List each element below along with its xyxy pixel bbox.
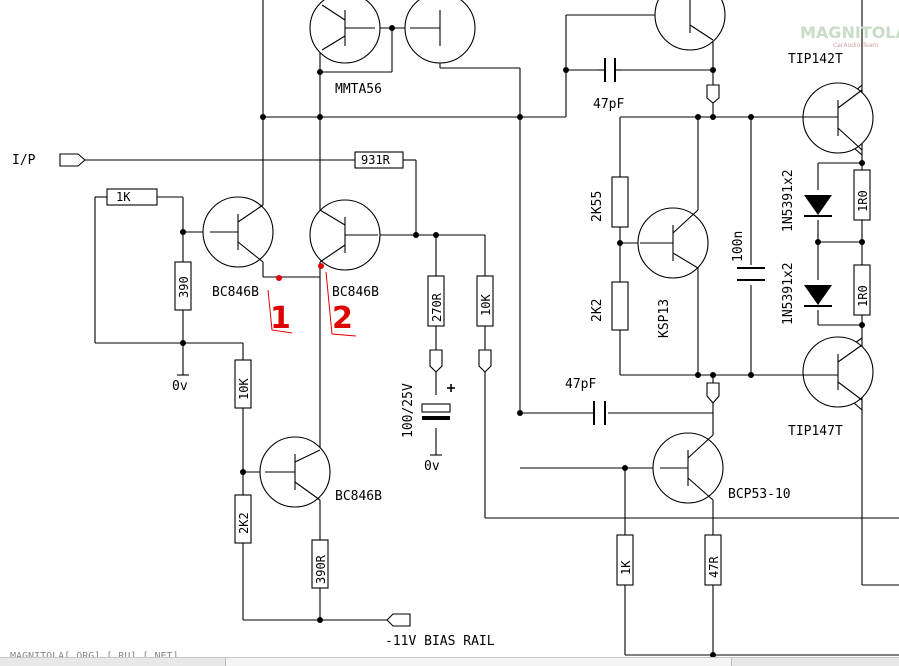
label-10k-mid: 10K xyxy=(479,294,493,316)
footer-watermark: MAGNITOLA[.ORG] [.RU] [.NET] xyxy=(10,651,179,662)
resistor-47r xyxy=(704,534,722,586)
watermark-sub: CarAudio Team xyxy=(833,42,878,49)
label-ksp13: KSP13 xyxy=(657,299,672,338)
label-47pf-bottom: 47pF xyxy=(565,377,596,392)
label-bias-rail: -11V BIAS RAIL xyxy=(385,634,495,649)
resistor-10k-left xyxy=(234,359,252,409)
label-390: 390 xyxy=(177,276,191,298)
resistor-1r0-top xyxy=(853,169,871,221)
label-tip147: TIP147T xyxy=(788,424,843,439)
label-diode-top: 1N5391x2 xyxy=(781,169,796,232)
transistor-mmta-right xyxy=(404,0,476,64)
label-10k-left: 10K xyxy=(237,378,251,400)
label-100n: 100n xyxy=(731,231,746,262)
label-diode-bottom: 1N5391x2 xyxy=(781,262,796,325)
label-q1: BC846B xyxy=(212,285,259,300)
resistor-2k55 xyxy=(611,176,629,228)
resistor-390 xyxy=(174,261,192,311)
resistor-2k2-left xyxy=(234,494,252,544)
watermark-logo: MAGNITOLA CarAudio Team xyxy=(800,23,899,49)
resistor-10k-mid xyxy=(476,275,494,327)
marker-1: 1 xyxy=(270,301,291,336)
red-test-point-markers: 1 2 xyxy=(267,263,357,337)
resistors xyxy=(106,151,871,589)
label-1k-left: 1K xyxy=(116,190,131,204)
transistor-mmta-left xyxy=(309,0,381,64)
bottom-scrollbar[interactable] xyxy=(0,657,899,666)
diode-bottom xyxy=(804,285,832,307)
resistor-270r xyxy=(427,275,445,327)
label-input: I/P xyxy=(12,153,36,168)
label-gnd-left: 0v xyxy=(172,379,188,394)
label-bcp53: BCP53-10 xyxy=(728,487,791,502)
label-931r: 931R xyxy=(361,153,391,167)
input-port xyxy=(59,153,86,167)
label-1k-bottom: 1K xyxy=(619,560,633,575)
scrollbar-thumb[interactable] xyxy=(225,658,732,666)
junctions xyxy=(180,25,865,658)
resistor-1k-left xyxy=(106,188,158,206)
resistor-2k2-mid xyxy=(611,281,629,331)
transistor-tip147 xyxy=(800,336,874,408)
label-390r: 390R xyxy=(314,554,328,584)
connector-markers xyxy=(429,84,720,404)
transistor-q1 xyxy=(202,196,274,268)
resistor-931r xyxy=(354,151,404,169)
transistor-top-right xyxy=(654,0,726,51)
capacitor-100n xyxy=(737,267,765,281)
resistor-390r xyxy=(311,539,329,589)
label-mmta56: MMTA56 xyxy=(335,82,382,97)
wires xyxy=(85,0,899,656)
watermark-text: MAGNITOLA xyxy=(800,23,899,42)
label-2k55: 2K55 xyxy=(590,191,605,222)
transistor-bcp53 xyxy=(652,432,724,504)
capacitor-47pf-top xyxy=(598,58,622,82)
label-2k2-left: 2K2 xyxy=(237,512,251,534)
capacitor-electrolytic xyxy=(421,384,455,420)
label-47pf-top: 47pF xyxy=(593,97,624,112)
capacitor-47pf-bottom xyxy=(593,401,606,425)
marker-2: 2 xyxy=(332,301,353,336)
transistor-q3 xyxy=(259,436,331,508)
transistor-ksp13 xyxy=(637,207,709,279)
bias-rail-port xyxy=(386,613,411,627)
component-labels: I/P MMTA56 47pF 931R 1K BC846B BC846B BC… xyxy=(12,52,870,649)
label-47r: 47R xyxy=(707,556,721,578)
label-tip142: TIP142T xyxy=(788,52,843,67)
resistor-1r0-bottom xyxy=(853,264,871,316)
label-gnd-mid: 0v xyxy=(424,459,440,474)
label-1r0-top: 1R0 xyxy=(856,190,870,212)
label-2k2-mid: 2K2 xyxy=(590,299,605,322)
label-q2: BC846B xyxy=(332,285,379,300)
transistor-q2 xyxy=(309,199,381,271)
label-270r: 270R xyxy=(430,292,444,322)
label-cap-elec: 100/25V xyxy=(401,383,416,438)
label-1r0-bottom: 1R0 xyxy=(856,285,870,307)
transistor-tip142 xyxy=(800,82,874,154)
label-q3: BC846B xyxy=(335,489,382,504)
diode-top xyxy=(804,195,832,217)
resistor-1k-bottom xyxy=(616,534,634,586)
